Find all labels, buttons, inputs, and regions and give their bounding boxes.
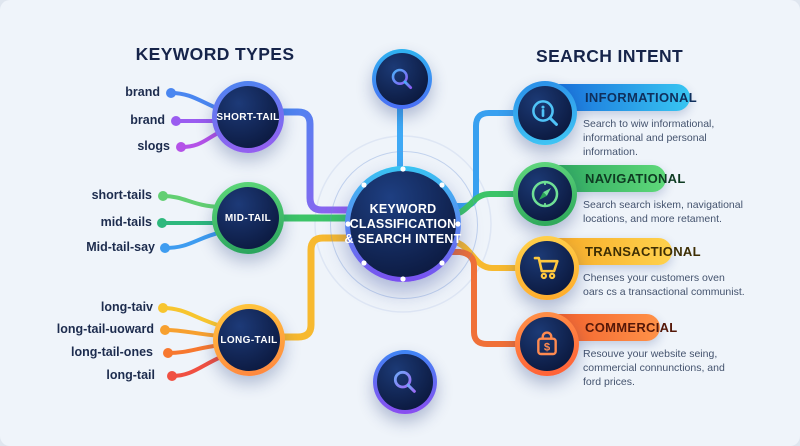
tail-shorttails: [161, 194, 222, 209]
magnifier-icon: [391, 68, 413, 90]
navigational-icon-face: [518, 167, 572, 221]
keyword-label-longtail: long-tail: [106, 368, 155, 382]
center-title-line1: KEYWORD: [369, 201, 437, 216]
center-title-line2: CLASSIFICATION: [349, 216, 457, 231]
navigational-icon-circle: [513, 162, 577, 226]
node-mid-tail: MID-TAIL: [212, 182, 284, 254]
node-long-tail-face: LONG-TAIL: [218, 309, 280, 371]
center-outer-ring: [330, 151, 478, 299]
transactional-icon-circle: [515, 236, 579, 300]
center-title-line3: & SEARCH INTENT: [344, 231, 462, 246]
keyword-label-longtailuoward: long-tail-uoward: [56, 322, 154, 336]
keyword-label-shorttails: short-tails: [91, 188, 152, 202]
informational-icon-circle: [513, 81, 577, 145]
keyword-label-brand1: brand: [125, 85, 160, 99]
transactional-description: Chenses your customers oven oars cs a tr…: [583, 272, 745, 299]
connector-longtail-center: [280, 234, 364, 341]
node-short-tail-face: SHORT-TAIL: [216, 86, 280, 148]
connector-shorttail-center: [279, 108, 364, 214]
commercial-title: COMMERCIAL: [585, 320, 678, 335]
navigational-title: NAVIGATIONAL: [585, 171, 686, 186]
tail-longtail: [170, 354, 225, 378]
informational-title: INFORMATIONAL: [585, 90, 697, 105]
keyword-types-heading: KEYWORD TYPES: [135, 44, 295, 64]
node-short-tail: SHORT-TAIL: [212, 81, 284, 153]
magnifier-icon: [393, 370, 416, 393]
informational-description: Search to wiw informational, information…: [583, 118, 715, 159]
node-mid-tail-label: MID-TAIL: [224, 212, 272, 224]
info-magnifier-icon: [532, 100, 558, 126]
node-long-tail-label: LONG-TAIL: [220, 334, 278, 346]
transactional-icon-face: [520, 241, 574, 295]
informational-icon-face: [518, 86, 572, 140]
commercial-icon-circle: $: [515, 312, 579, 376]
commercial-icon-face: $: [520, 317, 574, 371]
transactional-title: TRANSACTIONAL: [585, 244, 701, 259]
node-mid-tail-face: MID-TAIL: [217, 187, 279, 249]
navigational-description: Search search iskem, navigational locati…: [583, 199, 743, 226]
search-intent-heading: SEARCH INTENT: [536, 46, 684, 66]
node-long-tail: LONG-TAIL: [213, 304, 285, 376]
svg-text:$: $: [544, 341, 551, 353]
tail-midtailsay: [163, 230, 224, 250]
bottom-search-circle: [373, 350, 437, 414]
shopping-cart-icon: [533, 256, 559, 280]
keyword-label-longtaiv: long-taiv: [100, 300, 153, 314]
keyword-label-longtailones: long-tail-ones: [71, 345, 153, 359]
top-search-circle-face: [376, 53, 428, 105]
center-node-face: KEYWORD CLASSIFICATION & SEARCH INTENT: [345, 171, 461, 277]
tail-longtaiv: [161, 306, 223, 328]
compass-icon: [531, 180, 559, 208]
center-node: KEYWORD CLASSIFICATION & SEARCH INTENT: [345, 166, 461, 282]
keyword-label-brand2: brand: [130, 113, 165, 127]
keyword-label-slogs: slogs: [137, 139, 170, 153]
commercial-description: Resouve your website seing, commercial c…: [583, 348, 725, 389]
keyword-label-midtailsay: Mid-tail-say: [86, 240, 155, 254]
price-bag-icon: $: [537, 331, 557, 356]
bottom-search-circle-face: [377, 354, 433, 410]
node-short-tail-label: SHORT-TAIL: [216, 111, 280, 123]
top-search-circle: [372, 49, 432, 109]
keyword-label-midtails: mid-tails: [100, 215, 152, 229]
tail-dots: [157, 88, 186, 381]
